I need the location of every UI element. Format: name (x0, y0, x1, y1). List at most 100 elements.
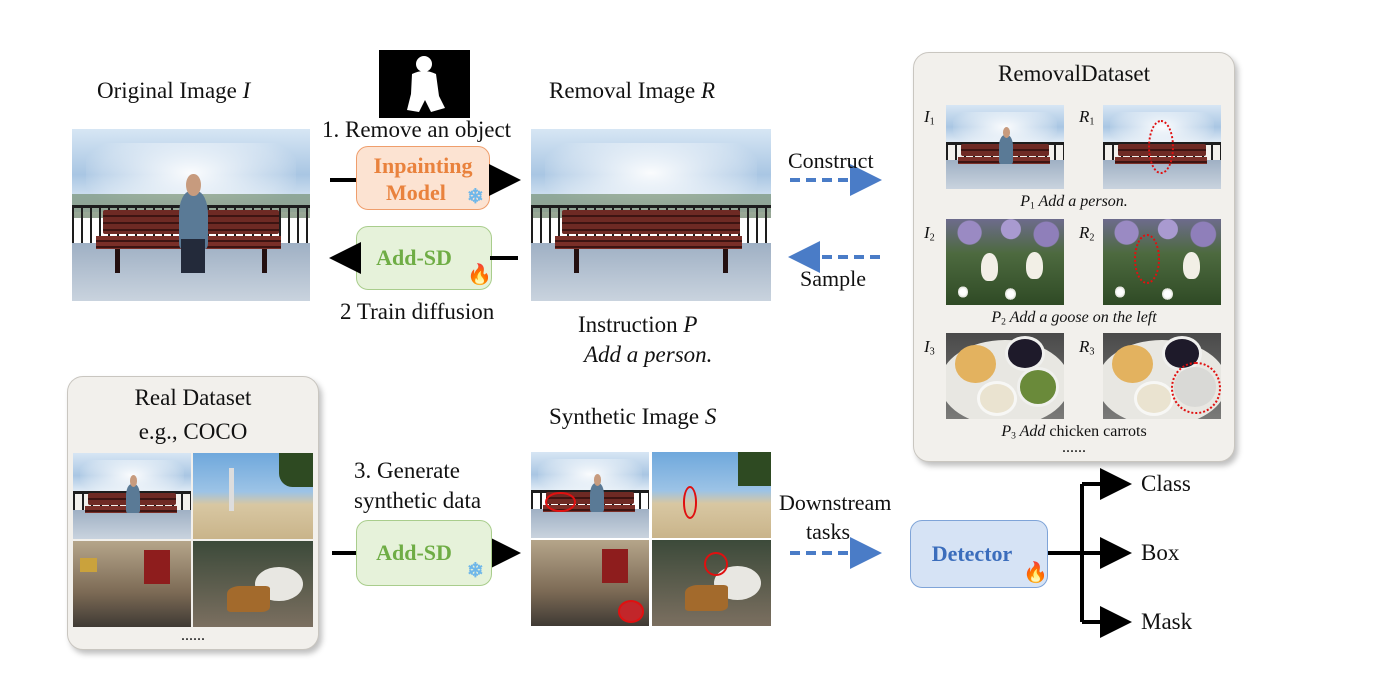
real-dataset-title: Real Dataset (134, 385, 252, 410)
synthetic-highlight (618, 600, 645, 623)
removal-image-label: Removal Image (549, 78, 702, 103)
removal-image (531, 129, 771, 301)
step1-label: 1. Remove an object (322, 117, 512, 142)
downstream-line2: tasks (806, 519, 850, 544)
synthetic-highlight (704, 552, 729, 577)
inpainting-model-box: Inpainting Model ❄ (356, 146, 490, 210)
synthetic-photo-table (652, 540, 771, 626)
add-sd-train-box: Add-SD 🔥 (356, 226, 492, 290)
row1-i-symbol: I (924, 107, 930, 126)
synthetic-image-label: Synthetic Image (549, 404, 705, 429)
original-image-label: Original Image (97, 78, 243, 103)
row3-r-symbol: R (1079, 337, 1090, 356)
step3-line2: synthetic data (354, 488, 482, 513)
detector-box: Detector 🔥 (910, 520, 1048, 588)
add-sd-generate-label: Add-SD (376, 540, 452, 565)
row1-caption-text: Add a person. (1034, 193, 1128, 210)
row3-r-label: R3 (1079, 337, 1094, 358)
fire-icon: 🔥 (467, 264, 492, 286)
row3-r-index: 3 (1089, 346, 1095, 358)
row1-r-index: 1 (1089, 116, 1095, 128)
sample-label: Sample (800, 266, 866, 291)
removal-image-title: Removal Image R (549, 78, 715, 104)
real-dataset-example: e.g., COCO (138, 419, 248, 444)
row1-i-label: I1 (924, 107, 935, 128)
fire-icon: 🔥 (1023, 562, 1048, 584)
snowflake-icon: ❄ (467, 186, 484, 208)
row3-caption-text: Add (1015, 423, 1046, 440)
add-sd-generate-box: Add-SD ❄ (356, 520, 492, 586)
row3-i-label: I3 (924, 337, 935, 358)
removal-dataset-ellipsis: ...... (1062, 439, 1086, 456)
real-dataset-ellipsis: ...... (181, 627, 205, 644)
instruction-symbol: P (683, 312, 698, 337)
synthetic-photo-beach (652, 452, 771, 538)
row2-i-label: I2 (924, 223, 935, 244)
highlight-ellipse (1171, 362, 1221, 414)
output-class: Class (1141, 471, 1191, 496)
synthetic-highlight (545, 491, 576, 513)
inpainting-model-line1: Inpainting (373, 153, 473, 178)
real-dataset-panel: Real Dataset e.g., COCO ...... (67, 376, 319, 650)
row2-r-label: R2 (1079, 223, 1094, 244)
row2-caption-index: 2 (1001, 316, 1006, 328)
add-sd-train-label: Add-SD (376, 245, 452, 270)
original-image (72, 129, 310, 301)
row1-i-index: 1 (929, 116, 935, 128)
original-image-symbol: I (242, 78, 251, 103)
highlight-ellipse (1147, 120, 1174, 174)
synthetic-image-title: Synthetic Image S (549, 404, 716, 430)
removal-dataset-panel: RemovalDataset I1 R1 P1 Add a person. I2… (913, 52, 1235, 462)
synthetic-highlight (682, 486, 698, 520)
removal-image-symbol: R (701, 78, 716, 103)
row1-original-thumb (946, 105, 1064, 189)
snowflake-icon: ❄ (467, 560, 484, 582)
output-mask: Mask (1141, 609, 1193, 634)
real-photo-street (73, 541, 191, 627)
row1-caption-p: P (1020, 193, 1030, 210)
inpainting-model-line2: Model (386, 180, 446, 205)
downstream-line1: Downstream (779, 490, 892, 515)
real-photo-table (193, 541, 313, 627)
highlight-ellipse (1133, 234, 1160, 285)
row2-caption-p: P (991, 309, 1002, 326)
row2-caption: P2 Add a goose on the left (914, 309, 1234, 327)
row3-i-symbol: I (924, 337, 930, 356)
row1-r-label: R1 (1079, 107, 1094, 128)
real-photo-beach (193, 453, 313, 539)
row1-caption-index: 1 (1029, 200, 1035, 212)
row2-original-thumb (946, 219, 1064, 305)
synthetic-image-symbol: S (704, 404, 717, 429)
real-photo-bench (73, 453, 191, 539)
row1-removal-thumb (1103, 105, 1221, 189)
object-mask-image (379, 50, 470, 118)
instruction-title: Instruction P (578, 312, 697, 338)
row2-removal-thumb (1103, 219, 1221, 305)
instruction-text: Add a person. (584, 342, 713, 367)
row3-original-thumb (946, 333, 1064, 419)
synthetic-image-grid (531, 452, 771, 626)
row3-removal-thumb (1103, 333, 1221, 419)
step2-label: 2 Train diffusion (340, 299, 495, 324)
row1-caption: P1 Add a person. (914, 193, 1234, 211)
row2-r-symbol: R (1079, 223, 1090, 242)
row2-caption-text: Add a goose on the left (1005, 309, 1157, 326)
row2-r-index: 2 (1089, 232, 1095, 244)
row3-caption-index: 3 (1011, 430, 1016, 442)
output-box: Box (1141, 540, 1180, 565)
instruction-label: Instruction (578, 312, 684, 337)
row2-i-index: 2 (929, 232, 935, 244)
construct-label: Construct (788, 148, 874, 173)
row3-i-index: 3 (929, 346, 935, 358)
row3-caption: P3 Add chicken carrots (914, 423, 1234, 441)
row1-r-symbol: R (1079, 107, 1090, 126)
row3-caption-p: P (1001, 423, 1012, 440)
detector-label: Detector (931, 541, 1013, 566)
step3-line1: 3. Generate (354, 458, 460, 483)
synthetic-photo-street (531, 540, 649, 626)
removal-dataset-title: RemovalDataset (997, 61, 1150, 86)
synthetic-photo-bench (531, 452, 649, 538)
row2-i-symbol: I (924, 223, 930, 242)
original-image-title: Original Image I (97, 78, 250, 104)
